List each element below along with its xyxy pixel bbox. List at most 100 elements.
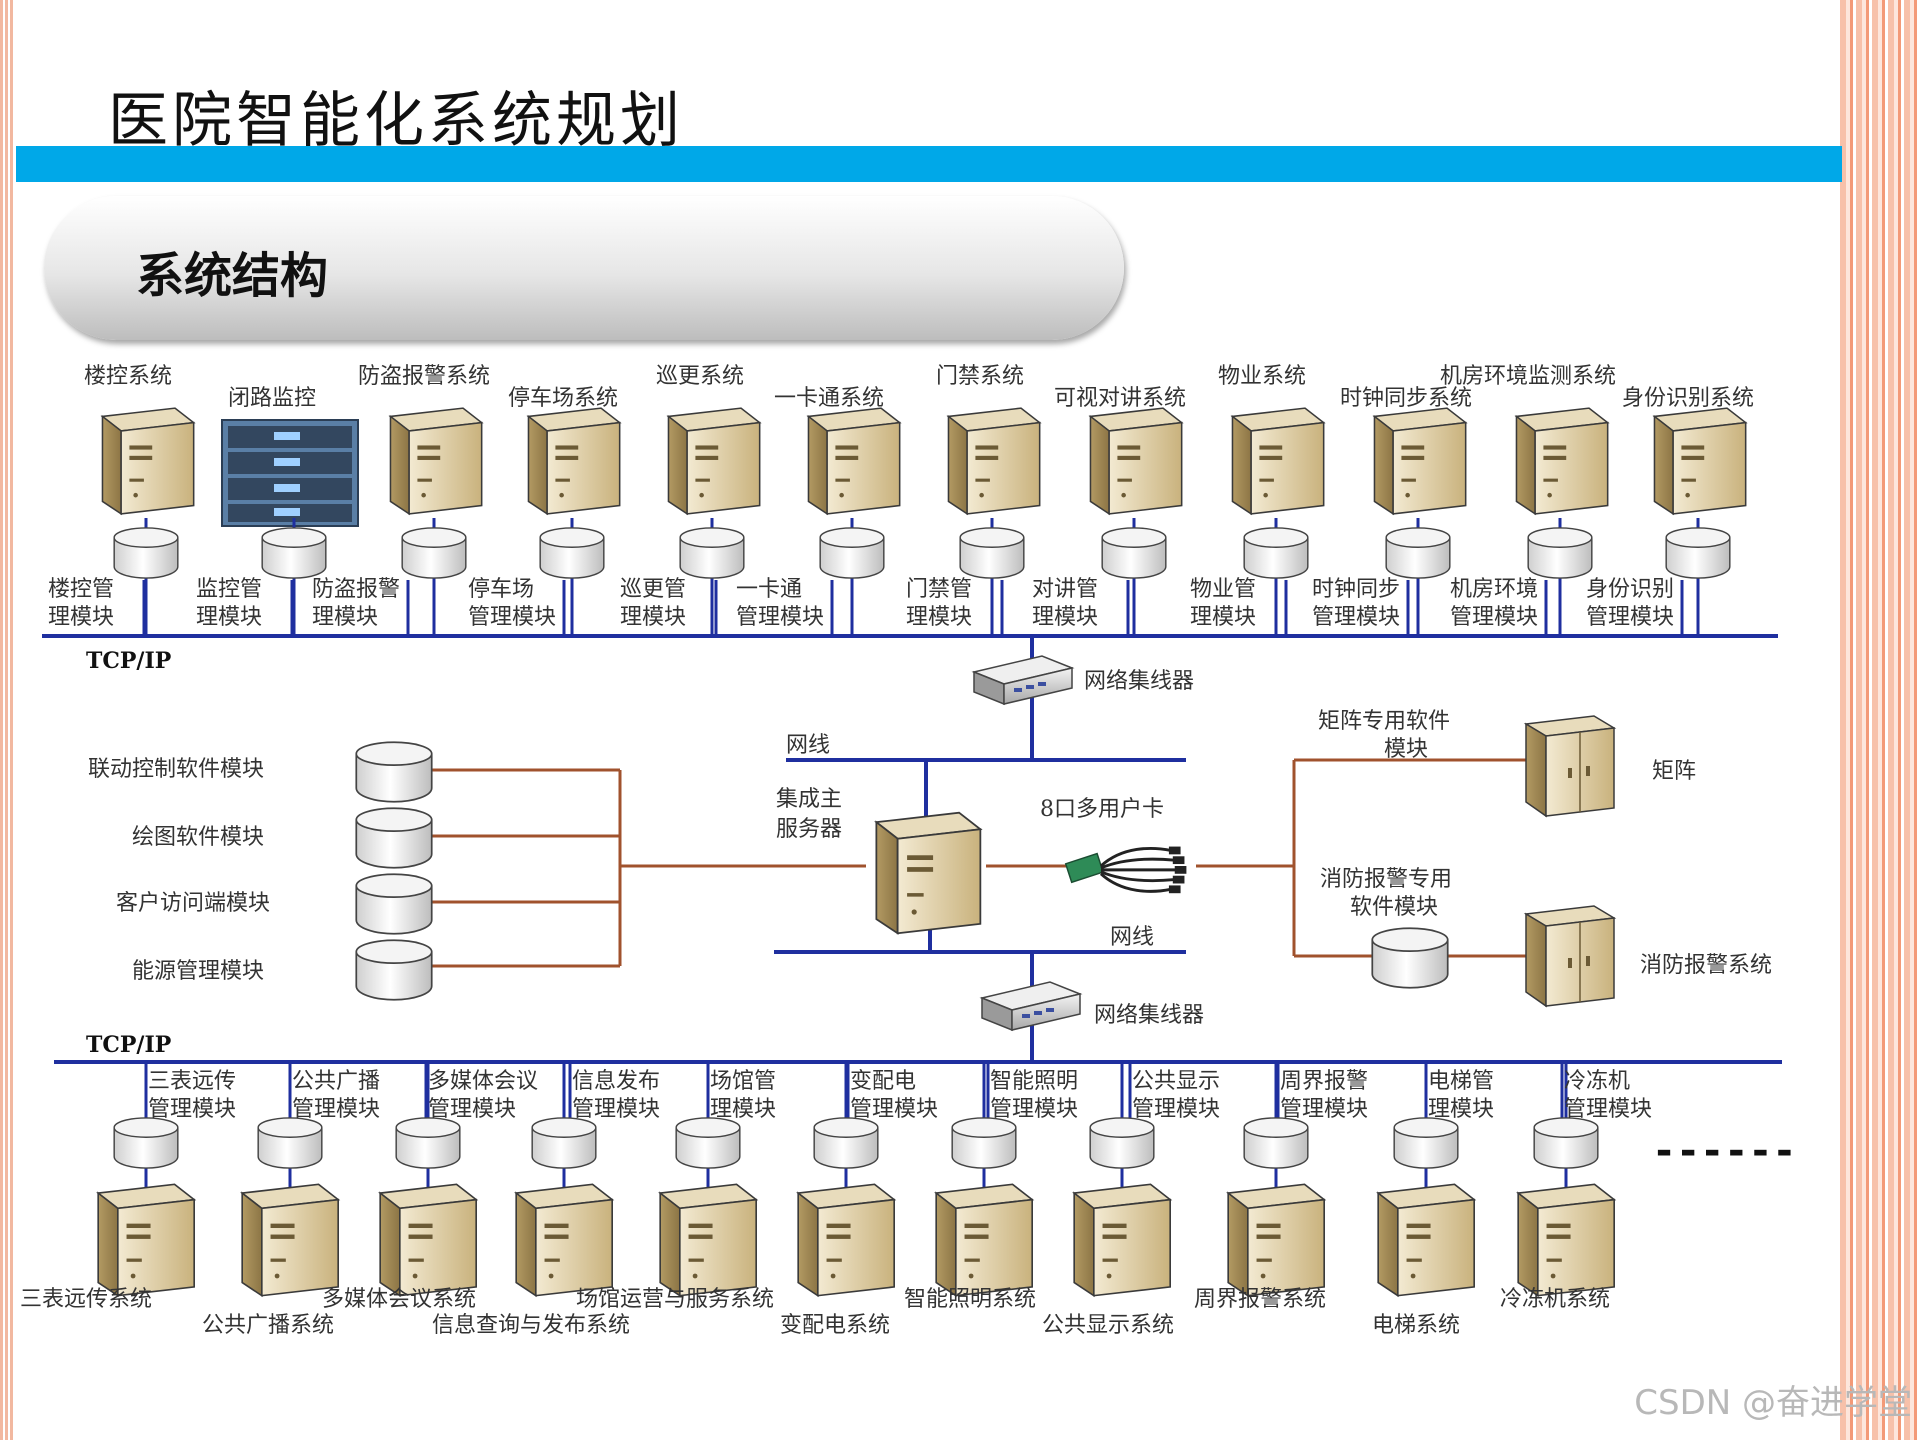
subsystem-server-icon xyxy=(1231,407,1325,515)
network-hub-bottom-icon xyxy=(981,981,1081,1031)
bottom-system-label: 三表远传系统 xyxy=(20,1287,152,1312)
top-module-label-2: 管理模块 xyxy=(1450,605,1538,630)
top-system-label: 楼控系统 xyxy=(84,364,172,389)
subsystem-server-icon xyxy=(97,1183,196,1297)
bottom-system-label: 多媒体会议系统 xyxy=(322,1287,476,1312)
bottom-module-label-1: 三表远传 xyxy=(148,1069,236,1094)
top-module-label-2: 管理模块 xyxy=(468,605,556,630)
top-system-label: 一卡通系统 xyxy=(774,386,884,411)
top-module-label-1: 身份识别 xyxy=(1586,577,1674,602)
integration-server-icon xyxy=(875,811,982,935)
bottom-module-label-2: 管理模块 xyxy=(850,1097,938,1122)
top-module-label-1: 门禁管 xyxy=(906,577,972,602)
top-module-label-2: 理模块 xyxy=(48,605,114,630)
top-system-label: 机房环境监测系统 xyxy=(1440,364,1616,389)
module-disk-icon xyxy=(1243,1117,1309,1169)
top-module-label-1: 监控管 xyxy=(196,577,262,602)
module-disk-icon xyxy=(113,1117,179,1169)
subsystem-server-icon xyxy=(935,1183,1034,1297)
top-module-label-2: 理模块 xyxy=(1190,605,1256,630)
top-module-label-2: 理模块 xyxy=(312,605,378,630)
network-hub-bottom-label: 网络集线器 xyxy=(1094,1003,1204,1028)
network-hub-top-label: 网络集线器 xyxy=(1084,669,1194,694)
bottom-module-label-1: 多媒体会议 xyxy=(428,1069,538,1094)
matrix-software-label-1: 矩阵专用软件 xyxy=(1318,709,1450,734)
module-disk-icon xyxy=(813,1117,879,1169)
subsystem-server-icon xyxy=(1515,407,1609,515)
bottom-system-label: 公共广播系统 xyxy=(202,1313,334,1338)
bottom-module-label-1: 电梯管 xyxy=(1428,1069,1494,1094)
subsystem-server-icon xyxy=(659,1183,758,1297)
top-module-label-1: 停车场 xyxy=(468,577,534,602)
bottom-subsystems-row: 三表远传管理模块三表远传系统公共广播管理模块公共广播系统多媒体会议管理模块多媒体… xyxy=(20,1062,1652,1338)
module-disk-icon xyxy=(679,527,745,579)
subsystem-server-icon xyxy=(527,407,621,515)
bottom-system-label: 智能照明系统 xyxy=(904,1287,1036,1312)
top-module-label-2: 理模块 xyxy=(906,605,972,630)
bottom-module-label-1: 信息发布 xyxy=(572,1069,660,1094)
bottom-module-label-2: 管理模块 xyxy=(572,1097,660,1122)
top-module-label-2: 理模块 xyxy=(196,605,262,630)
left-module-label: 绘图软件模块 xyxy=(132,825,264,850)
bottom-system-label: 公共显示系统 xyxy=(1042,1313,1174,1338)
top-module-label-2: 管理模块 xyxy=(1586,605,1674,630)
client-access-disk-icon xyxy=(355,873,433,935)
module-disk-icon xyxy=(395,1117,461,1169)
bottom-module-label-1: 周界报警 xyxy=(1280,1069,1368,1094)
subsystem-server-icon xyxy=(101,407,195,515)
subsystem-server-icon xyxy=(1653,407,1747,515)
matrix-software-label-2: 模块 xyxy=(1384,737,1428,762)
bottom-module-label-2: 管理模块 xyxy=(990,1097,1078,1122)
subsystem-server-icon xyxy=(947,407,1041,515)
network-hub-top-icon xyxy=(973,655,1073,705)
module-disk-icon xyxy=(1533,1117,1599,1169)
bottom-system-label: 周界报警系统 xyxy=(1194,1287,1326,1312)
bottom-module-label-1: 公共显示 xyxy=(1132,1069,1220,1094)
module-disk-icon xyxy=(1393,1117,1459,1169)
bottom-module-label-1: 变配电 xyxy=(850,1069,916,1094)
bottom-system-label: 场馆运营与服务系统 xyxy=(576,1287,774,1312)
subsystem-server-icon xyxy=(1227,1183,1326,1297)
bottom-module-label-1: 智能照明 xyxy=(990,1069,1078,1094)
top-module-label-2: 理模块 xyxy=(1032,605,1098,630)
fire-software-disk-icon xyxy=(1371,927,1449,989)
bottom-module-label-2: 管理模块 xyxy=(428,1097,516,1122)
multi-user-card-label: 8口多用户卡 xyxy=(1040,797,1164,822)
bottom-module-label-1: 场馆管 xyxy=(710,1069,776,1094)
module-disk-icon xyxy=(1385,527,1451,579)
net-line-label-top: 网线 xyxy=(786,733,830,758)
subsystem-server-icon xyxy=(389,407,483,515)
bottom-module-label-2: 理模块 xyxy=(1428,1097,1494,1122)
subsystem-server-icon xyxy=(515,1183,614,1297)
tcpip-label-bottom: TCP/IP xyxy=(86,1032,171,1058)
title-underline-bar xyxy=(16,146,1842,182)
top-module-label-1: 一卡通 xyxy=(736,577,802,602)
left-module-label: 能源管理模块 xyxy=(132,959,264,984)
left-decorative-stripe xyxy=(0,0,14,1440)
top-system-label: 时钟同步系统 xyxy=(1340,386,1472,411)
top-system-label: 身份识别系统 xyxy=(1622,386,1754,411)
net-line-label-bottom: 网线 xyxy=(1110,925,1154,950)
top-subsystems-row: 楼控系统楼控管理模块闭路监控监控管理模块防盗报警系统防盗报警理模块停车场系统停车… xyxy=(48,364,1754,636)
top-module-label-2: 理模块 xyxy=(620,605,686,630)
module-disk-icon xyxy=(257,1117,323,1169)
slide-title: 医院智能化系统规划 xyxy=(108,86,684,156)
top-system-label: 可视对讲系统 xyxy=(1054,386,1186,411)
right-decorative-stripe xyxy=(1840,0,1920,1440)
top-system-label: 物业系统 xyxy=(1218,364,1306,389)
module-disk-icon xyxy=(261,527,327,579)
